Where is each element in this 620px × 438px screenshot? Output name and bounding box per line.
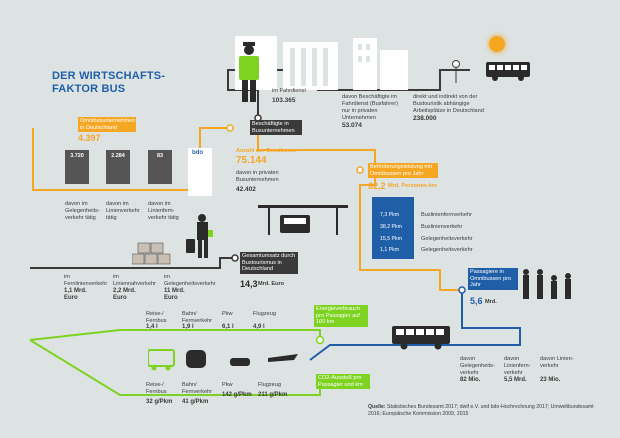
- sun-icon: [489, 36, 505, 52]
- bus-driver-icon: [239, 42, 259, 102]
- passagiere-value-item: 5,5 Mrd.: [504, 377, 527, 383]
- fahrdienst-value: 103.365: [272, 97, 296, 104]
- vehicles-icon: [148, 349, 298, 371]
- page-title: DER WIRTSCHAFTS- FAKTOR BUS: [52, 70, 166, 95]
- omnibusse-privat-caption: davon in privaten Busunternehmen: [236, 170, 279, 183]
- pkm-label: Gelegenheitsverkehr: [421, 236, 473, 242]
- passagiere-value: 5,6: [470, 296, 483, 306]
- energie-label: Energieverbrauch pro Passagier auf 100 k…: [314, 305, 368, 327]
- co2-label: CO2-Ausstoß pro Passagier und km: [316, 374, 370, 390]
- passagiere-value-item: 82 Mio.: [460, 377, 481, 383]
- beschaeftigte-label: Beschäftigte in Busunternehmen: [250, 120, 302, 136]
- passagiere-caption: davon Linienfern-verkehr: [504, 356, 531, 376]
- energie-value: 1,9 l: [182, 324, 194, 330]
- bdo-building-icon: [188, 148, 212, 196]
- omnibusse-privat-value: 42.402: [236, 186, 256, 193]
- indirekt-value: 238.000: [413, 115, 437, 122]
- umsatz-label: Gesamtumsatz durch Bustourismus in Deuts…: [240, 252, 298, 274]
- privat-fahrdienst-caption: davon Beschäftigte im Fahrdienst (Busfah…: [342, 94, 398, 121]
- energie-caption: Reise-/ Fernbus: [146, 311, 167, 324]
- passagiere-unit: Mrd.: [485, 299, 497, 305]
- bar-linienverkehr: 2.284: [106, 150, 130, 184]
- privat-fahrdienst-value: 53.074: [342, 122, 362, 129]
- co2-caption: Flugzeug: [258, 382, 282, 388]
- energie-caption: Flugzeug: [253, 311, 277, 317]
- umsatz-value-item: 1,1 Mrd. Euro: [64, 288, 87, 301]
- traveler-icon: [186, 214, 213, 258]
- umsatz-unit: Mrd. Euro: [258, 281, 285, 287]
- co2-value: 142 g/Pkm: [222, 392, 252, 398]
- pkm-value: 38,2 Pkm: [380, 224, 402, 230]
- passagiere-label: Passagiere in Omnibussen pro Jahr: [468, 268, 518, 290]
- busunternehmen-label: Omnibusunternehmen in Deutschland: [78, 117, 136, 133]
- umsatz-value: 14,3: [240, 279, 258, 289]
- bdo-logo: bdo: [192, 150, 203, 156]
- pkm-label: Buslinienfernverkehr: [421, 212, 472, 218]
- pkm-label: Gelegenheitsverkehr: [421, 247, 473, 253]
- co2-caption: Bahn/ Fernverkehr: [182, 382, 213, 395]
- pkm-value: 15,5 Pkm: [380, 236, 402, 242]
- co2-value: 41 g/Pkm: [182, 399, 209, 405]
- umsatz-caption: im Fernlinienverkehr: [64, 274, 108, 287]
- passagiere-value-item: 23 Mio.: [540, 377, 561, 383]
- bus-stop-icon: [452, 60, 460, 83]
- co2-value: 32 g/Pkm: [146, 399, 173, 405]
- pkm-value: 7,3 Pkm: [380, 212, 400, 218]
- fahrdienst-caption: im Fahrdienst: [272, 88, 306, 94]
- co2-value: 211 g/Pkm: [258, 392, 288, 398]
- umsatz-value-item: 11 Mrd. Euro: [164, 288, 185, 301]
- co2-caption: Pkw: [222, 382, 233, 388]
- co2-caption: Reise-/ Fernbus: [146, 382, 167, 395]
- omnibusse-value: 75.144: [236, 155, 267, 166]
- passengers-icon: [523, 269, 571, 299]
- befoerderung-panel: [372, 197, 414, 259]
- befoerderung-label: Beförderungsleistung mit Omnibussen pro …: [368, 163, 438, 179]
- omnibusse-caption: Anzahl der Omnibusse: [236, 148, 297, 154]
- source-note: Quelle: Statistisches Bundesamt 2017; dw…: [368, 404, 594, 417]
- umsatz-caption: im Liniennahverkehr: [113, 274, 156, 287]
- bus-icon: [392, 326, 450, 350]
- bar-caption: davon im Gelegenheits-verkehr tätig: [65, 201, 100, 221]
- energie-value: 1,4 l: [146, 324, 158, 330]
- befoerderung-unit: Mrd. Personen-km: [388, 183, 437, 189]
- bar-gelegenheitsverkehr: 3.720: [65, 150, 89, 184]
- energie-value: 6,1 l: [222, 324, 234, 330]
- energie-caption: Bahn/ Fernverkehr: [182, 311, 213, 324]
- bus-icon: [486, 62, 530, 81]
- umsatz-caption: im Gelegenheitsverkehr: [164, 274, 216, 287]
- pkm-label: Buslinienverkehr: [421, 224, 463, 230]
- passagiere-caption: davon Linien-verkehr: [540, 356, 574, 369]
- bar-linienfernverkehr: 83: [148, 150, 172, 184]
- indirekt-caption: direkt und indirekt von der Bustouristik…: [413, 94, 484, 114]
- bar-caption: davon im Linienfern-verkehr tätig: [148, 201, 179, 221]
- pkm-value: 1,1 Pkm: [380, 247, 400, 253]
- energie-caption: Pkw: [222, 311, 233, 317]
- bar-caption: davon im Linienverkehr tätig: [106, 201, 140, 221]
- bus-station-icon: [258, 205, 348, 235]
- umsatz-value-item: 2,2 Mrd. Euro: [113, 288, 136, 301]
- crates-icon: [132, 242, 171, 265]
- energie-value: 4,9 l: [253, 324, 265, 330]
- busunternehmen-value: 4.397: [78, 133, 101, 143]
- passagiere-caption: davon Gelegenheits-verkehr: [460, 356, 495, 376]
- befoerderung-value: 62,2: [368, 181, 386, 191]
